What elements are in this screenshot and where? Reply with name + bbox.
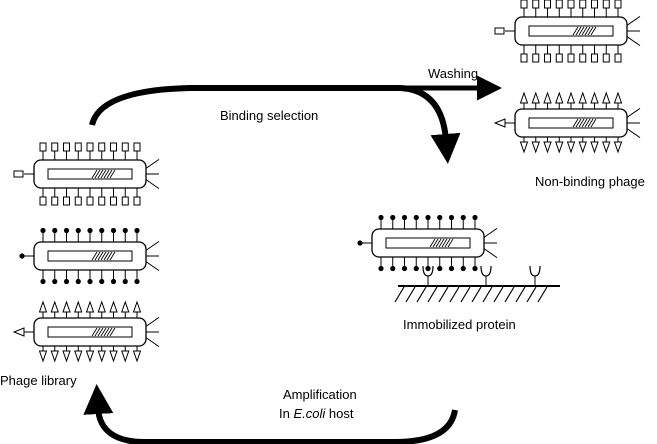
washed-phage-square-tips bbox=[494, 0, 641, 63]
immobilized-receptor bbox=[529, 265, 541, 286]
gene-insert bbox=[91, 251, 116, 261]
non-binding-phage-label: Non-binding phage bbox=[535, 174, 645, 189]
host-label-suffix: host bbox=[325, 406, 354, 421]
host-label-prefix: In bbox=[279, 406, 293, 421]
phage-genome bbox=[47, 168, 133, 180]
phage-genome bbox=[47, 326, 133, 338]
immobilized-receptor bbox=[480, 265, 492, 286]
gene-insert bbox=[91, 327, 116, 337]
phage-genome bbox=[385, 237, 471, 249]
washing-label: Washing bbox=[428, 66, 478, 81]
host-label: In E.coli host bbox=[279, 406, 354, 421]
phage-genome bbox=[47, 250, 133, 262]
immobilized-receptor bbox=[422, 265, 434, 286]
ecoli-label: E.coli bbox=[293, 406, 326, 421]
gene-insert bbox=[91, 169, 116, 179]
immobilized-protein-label: Immobilized protein bbox=[403, 317, 516, 332]
library-phage-dot-tips bbox=[19, 227, 160, 285]
amplification-label: Amplification bbox=[283, 387, 357, 402]
phage-library-label: Phage library bbox=[0, 373, 77, 388]
bound-phage-dot-tips bbox=[357, 214, 498, 272]
binding-selection-label: Binding selection bbox=[220, 108, 318, 123]
washed-phage-triangle-tips bbox=[493, 91, 641, 154]
amplification-arrow bbox=[83, 384, 458, 444]
gene-insert bbox=[572, 26, 597, 36]
phage-genome bbox=[528, 25, 614, 37]
gene-insert bbox=[572, 118, 597, 128]
binding-selection-arrow bbox=[89, 85, 461, 164]
library-phage-triangle-tips bbox=[12, 300, 160, 363]
phage-genome bbox=[528, 117, 614, 129]
immobilized-surface bbox=[394, 265, 560, 303]
library-phage-square-tips bbox=[13, 142, 160, 206]
gene-insert bbox=[429, 238, 454, 248]
